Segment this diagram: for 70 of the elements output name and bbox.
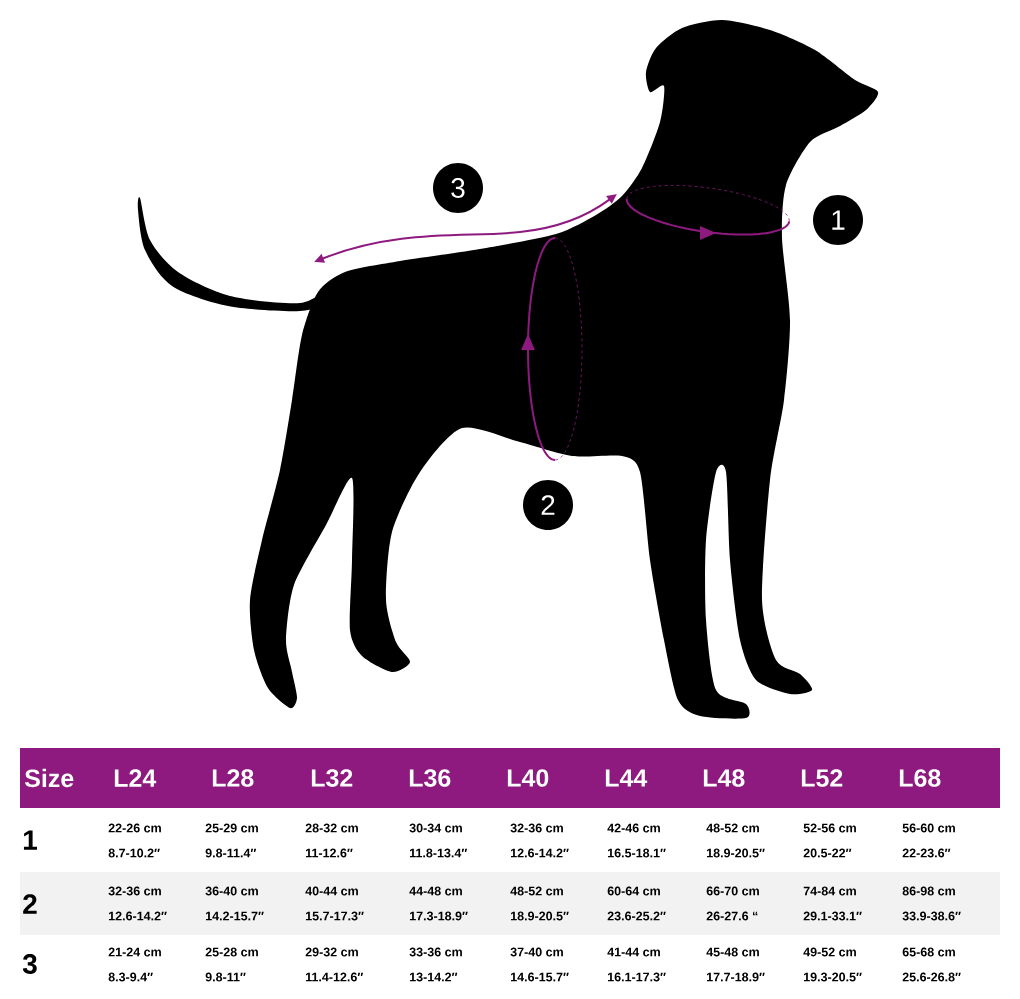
measurement-text: 17.7-18.9″ — [707, 972, 765, 982]
measurement-text: 12.6-14.2″ — [109, 911, 167, 921]
measurement-text: 40-44 cm — [305, 886, 358, 896]
size-heading: L52 — [801, 769, 843, 787]
measurement-text: 52-56 cm — [803, 823, 856, 833]
size-heading: L28 — [212, 769, 254, 787]
row-number: 3 — [22, 954, 37, 974]
measurement-text: 21-24 cm — [108, 947, 161, 957]
measurement-text: 20.5-22″ — [803, 848, 852, 858]
measurement-text: 22-23.6″ — [902, 848, 951, 858]
measurement-text: 15.7-17.3″ — [306, 911, 364, 921]
measurement-text: 66-70 cm — [706, 886, 759, 896]
measurement-text: 11.8-13.4″ — [410, 848, 468, 858]
callout-number: 2 — [523, 480, 573, 530]
size-heading: L68 — [899, 769, 941, 787]
measurement-text: 9.8-11.4″ — [205, 848, 257, 858]
measurement-text: 17.3-18.9″ — [410, 911, 468, 921]
measurement-text: 44-48 cm — [409, 886, 462, 896]
measurement-text: 9.8-11″ — [205, 972, 246, 982]
measurement-text: 16.5-18.1″ — [608, 848, 666, 858]
measurement-text: 36-40 cm — [205, 886, 258, 896]
size-heading: L40 — [507, 769, 549, 787]
callout-number: 1 — [813, 195, 863, 245]
measurement-text: 25-29 cm — [205, 823, 258, 833]
measurement-text: 29-32 cm — [305, 947, 358, 957]
measurement-text: 14.6-15.7″ — [511, 972, 569, 982]
measurement-text: 22-26 cm — [108, 823, 161, 833]
measurement-text: 13-14.2″ — [410, 972, 458, 982]
measurement-text: 28-32 cm — [305, 823, 358, 833]
table-heading: Size — [24, 768, 74, 788]
size-heading: L36 — [409, 769, 451, 787]
size-heading: L44 — [605, 769, 648, 787]
measurement-text: 11.4-12.6″ — [306, 972, 364, 982]
size-heading: L48 — [703, 769, 745, 787]
measurement-text: 26-27.6 “ — [706, 911, 758, 921]
measurement-text: 14.2-15.7″ — [206, 911, 264, 921]
measurement-text: 33-36 cm — [409, 947, 462, 957]
measurement-text: 8.7-10.2″ — [108, 848, 160, 858]
measurement-text: 65-68 cm — [902, 947, 955, 957]
row-number: 2 — [23, 894, 37, 914]
measurement-text: 12.6-14.2″ — [511, 848, 569, 858]
size-heading: L24 — [114, 769, 157, 787]
measurement-text: 60-64 cm — [607, 886, 660, 896]
measurement-text: 86-98 cm — [902, 886, 955, 896]
measurement-text: 8.3-9.4″ — [108, 972, 153, 982]
measurement-text: 33.9-38.6″ — [902, 911, 961, 921]
measurement-text: 48-52 cm — [706, 823, 759, 833]
measurement-text: 30-34 cm — [409, 823, 462, 833]
measurement-text: 32-36 cm — [510, 823, 563, 833]
measurement-text: 29.1-33.1″ — [803, 911, 862, 921]
measurement-text: 56-60 cm — [902, 823, 955, 833]
measurement-text: 16.1-17.3″ — [608, 972, 666, 982]
size-heading: L32 — [311, 769, 353, 787]
measurement-text: 25.6-26.8″ — [902, 972, 961, 982]
measurement-text: 18.9-20.5″ — [707, 848, 765, 858]
measurement-text: 32-36 cm — [108, 886, 161, 896]
measurement-text: 25-28 cm — [205, 947, 258, 957]
measurement-text: 37-40 cm — [510, 947, 563, 957]
measurement-text: 74-84 cm — [803, 886, 856, 896]
measurement-text: 11-12.6″ — [306, 848, 353, 858]
callout-number: 3 — [433, 163, 483, 213]
measurement-text: 18.9-20.5″ — [511, 911, 569, 921]
measurement-text: 23.6-25.2″ — [607, 911, 666, 921]
measurement-text: 42-46 cm — [607, 823, 660, 833]
measurement-text: 45-48 cm — [706, 947, 759, 957]
measurement-text: 41-44 cm — [607, 947, 660, 957]
measurement-text: 19.3-20.5″ — [804, 972, 862, 982]
row-number: 1 — [23, 830, 37, 850]
measurement-text: 48-52 cm — [510, 886, 563, 896]
measurement-text: 49-52 cm — [803, 947, 856, 957]
